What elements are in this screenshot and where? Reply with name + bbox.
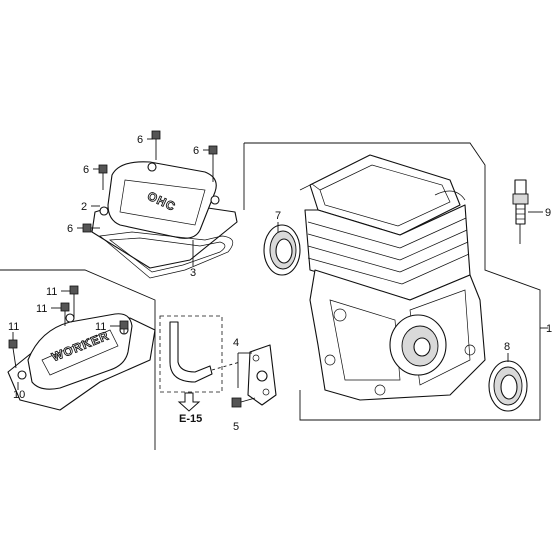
callout-5: 5 xyxy=(233,421,239,433)
leader-lines xyxy=(12,138,548,390)
callout-11-left: 11 xyxy=(8,321,19,333)
bolt-11-mid xyxy=(60,302,70,326)
gasket xyxy=(99,231,234,279)
bolt-5 xyxy=(231,397,256,408)
valve-cover-worker: WORKER xyxy=(7,313,156,411)
callout-4: 4 xyxy=(233,337,239,349)
bolt-11-left xyxy=(8,339,18,369)
callout-3: 3 xyxy=(190,267,196,279)
callout-6-left: 6 xyxy=(83,164,89,176)
callout-7: 7 xyxy=(275,210,281,222)
callout-10: 10 xyxy=(13,389,25,401)
callout-6-top: 6 xyxy=(137,134,143,146)
callout-1: 1 xyxy=(546,323,552,335)
callout-11-right: 11 xyxy=(95,321,106,333)
inset-frame xyxy=(0,269,156,450)
callout-labels: 1 2 3 4 5 6 6 6 6 7 8 9 10 11 11 11 11 E… xyxy=(8,134,552,433)
bolt-11-right xyxy=(119,320,129,334)
bolt-6-left xyxy=(98,164,108,190)
callout-8: 8 xyxy=(504,341,510,353)
bolt-6-top xyxy=(151,130,161,160)
breather-tube-reference xyxy=(159,315,241,412)
callout-2: 2 xyxy=(81,201,87,213)
callout-6-right: 6 xyxy=(193,145,199,157)
oil-seal-8 xyxy=(488,360,528,412)
callout-9: 9 xyxy=(545,207,551,219)
callout-11-top: 11 xyxy=(46,286,57,298)
reference-label-e15: E-15 xyxy=(179,413,202,425)
callout-11-mid: 11 xyxy=(36,303,47,315)
callout-6-low: 6 xyxy=(67,223,73,235)
spark-plug xyxy=(512,179,529,244)
bolt-11-top xyxy=(69,285,79,318)
cylinder-block xyxy=(299,154,486,401)
engine-block-frame xyxy=(243,142,541,421)
valve-cover-ohc: OHC xyxy=(91,161,238,269)
breather-plate xyxy=(247,344,277,406)
oil-seal-7 xyxy=(263,224,301,276)
